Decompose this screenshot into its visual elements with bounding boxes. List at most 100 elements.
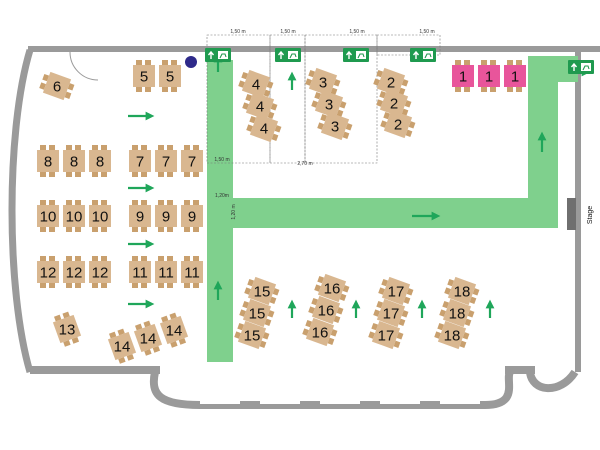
table-number: 12 [92,265,109,282]
chair [274,125,282,133]
table-top [129,150,151,172]
table-18: 18 [439,298,475,328]
chair [308,69,316,78]
dimension-label: 1,50 m [280,29,295,35]
chair [184,172,190,177]
chair [272,288,280,296]
table-9: 9 [181,200,203,232]
chair [171,60,177,65]
chair [308,306,315,314]
chair [373,309,380,317]
table-top [129,261,151,283]
chair [141,283,147,288]
chair [434,331,441,339]
table-number: 6 [53,79,61,96]
table-3: 3 [311,89,347,119]
chair [244,287,251,295]
wall-bottom-left [30,366,160,374]
table-top [311,295,341,325]
chair [380,120,387,128]
chair [75,227,81,232]
table-top [181,205,203,227]
table-number: 13 [59,322,76,339]
chair [66,227,72,232]
chair [101,172,107,177]
table-top [242,298,272,328]
table-5: 5 [159,60,181,92]
wall-top [28,46,600,52]
chair [141,200,147,205]
chair [234,331,241,339]
chair [398,87,406,95]
bottom-windows [200,401,480,404]
chair [126,353,135,361]
table-number: 17 [378,328,395,345]
table-top [305,317,335,347]
chair [66,256,72,261]
chair [408,121,416,129]
chair [161,315,169,323]
table-3: 3 [305,67,341,97]
table-top [155,261,177,283]
chair [92,256,98,261]
chair [63,340,71,347]
table-10: 10 [37,200,59,232]
chair [368,331,375,339]
chair [305,78,312,86]
table-1: 1 [504,60,526,92]
table-16: 16 [308,295,344,325]
chair [40,172,46,177]
table-number: 1 [511,69,519,86]
chair [158,172,164,177]
chair [246,124,253,132]
table-top [379,88,409,118]
bay-left [149,369,514,409]
chair [184,256,190,261]
table-number: 16 [312,325,329,342]
wall-bottom-right [505,366,535,374]
chair [184,283,190,288]
escape-aisles [207,56,578,362]
chair [378,287,385,295]
chair [152,345,161,353]
table-4: 4 [238,69,274,99]
chair [336,307,344,315]
table-top [249,113,279,143]
table-14: 14 [159,312,189,348]
table-top [376,298,406,328]
chair [132,256,138,261]
exit-sign-icon [343,48,369,62]
table-15: 15 [244,276,280,306]
table-top [63,205,85,227]
table-number: 16 [318,303,335,320]
chair [170,341,178,348]
chair [49,256,55,261]
chair [75,200,81,205]
chair [101,283,107,288]
table-12: 12 [63,256,85,288]
chair [317,122,324,130]
table-number: 14 [166,323,183,340]
table-4: 4 [246,113,282,143]
table-top [133,65,155,87]
table-17: 17 [373,298,409,328]
wall-right [575,52,581,372]
chair [132,227,138,232]
table-number: 1 [459,69,467,86]
wall-left-curve [8,48,34,373]
chair [193,256,199,261]
chair [481,60,487,65]
chair [144,349,152,356]
chair [169,312,177,320]
table-top [89,205,111,227]
table-number: 9 [162,209,170,226]
table-number: 4 [260,121,268,138]
exit-sign-icon [205,48,231,62]
chair [162,87,168,92]
chair [92,283,98,288]
chair [437,322,445,331]
chair [42,73,50,82]
table-6: 6 [39,71,75,101]
table-17: 17 [368,320,404,350]
chair [267,310,275,318]
